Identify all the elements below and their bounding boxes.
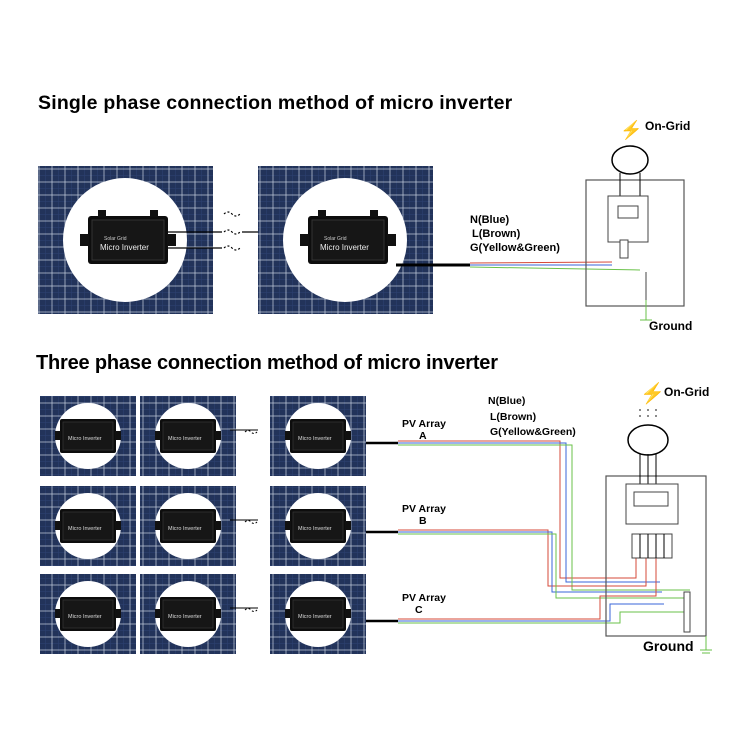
small-inverter-name-label: Micro Inverter [298,614,332,620]
small-inverter-name-label: Micro Inverter [68,526,102,532]
tp-wire-g-label: G(Yellow&Green) [490,426,576,438]
small-inverter-name-label: Micro Inverter [298,436,332,442]
small-inverter-name-label: Micro Inverter [68,436,102,442]
small-solar-panel: Micro Inverter [140,486,236,566]
wire-g-label: G(Yellow&Green) [470,242,560,254]
pv-array-c-label: PV Array [402,592,446,604]
tp-on-grid-label: On-Grid [664,385,709,399]
micro-inverter-2: Solar Grid Micro Inverter [299,209,397,265]
small-solar-panel: Micro Inverter [270,574,366,654]
lightning-icon: ⚡ [620,119,642,141]
small-solar-panel: Micro Inverter [40,574,136,654]
tp-wire-n-label: N(Blue) [488,395,525,407]
distribution-box-three [605,424,712,654]
small-inverter-name-label: Micro Inverter [168,526,202,532]
inverter-brand-label: Solar Grid [324,236,347,242]
wire-n-label: N(Blue) [470,214,509,226]
row-links [230,429,258,612]
wire-ground [469,266,641,271]
pv-array-a-letter: A [419,430,427,442]
pv-array-b-letter: B [419,515,427,527]
ground-label: Ground [649,319,692,333]
lightning-icon: ⚡ [640,381,665,405]
single-phase-title: Single phase connection method of micro … [38,92,513,114]
small-solar-panel: Micro Inverter [40,396,136,476]
pv-array-c-letter: C [415,604,423,616]
pv-array-a-label: PV Array [402,418,446,430]
distribution-box-single [585,145,685,321]
tp-ground-label: Ground [643,638,694,654]
wire-live [469,261,613,264]
small-inverter-name-label: Micro Inverter [298,526,332,532]
wire-l-label: L(Brown) [472,228,521,240]
inverter-name-label: Micro Inverter [320,243,369,252]
grid-dots [639,409,657,417]
small-inverter-name-label: Micro Inverter [168,614,202,620]
small-inverter-name-label: Micro Inverter [168,436,202,442]
tp-wire-l-label: L(Brown) [490,411,536,423]
small-solar-panel: Micro Inverter [140,396,236,476]
small-solar-panel: Micro Inverter [40,486,136,566]
inverter-brand-label: Solar Grid [104,236,127,242]
array-cables [366,440,690,624]
small-solar-panel: Micro Inverter [270,396,366,476]
pv-array-b-label: PV Array [402,503,446,515]
micro-inverter-1: Solar Grid Micro Inverter [79,209,177,265]
small-solar-panel: Micro Inverter [270,486,366,566]
small-inverter-name-label: Micro Inverter [68,614,102,620]
inverter-name-label: Micro Inverter [100,243,149,252]
small-solar-panel: Micro Inverter [140,574,236,654]
on-grid-label: On-Grid [645,119,690,133]
three-phase-title: Three phase connection method of micro i… [36,352,498,374]
